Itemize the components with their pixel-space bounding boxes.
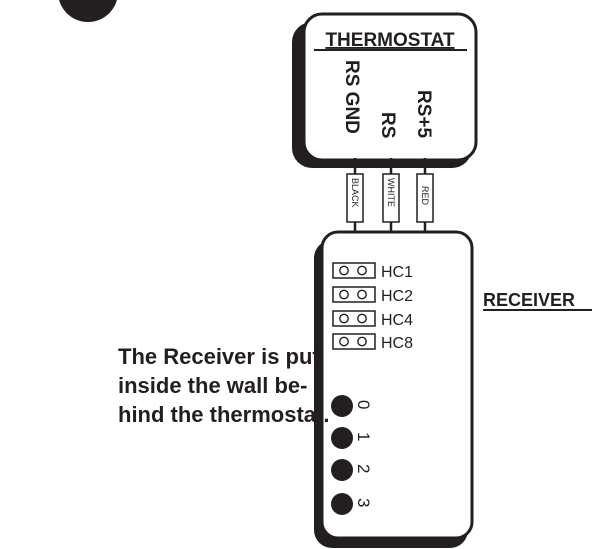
dial-3 <box>331 493 353 515</box>
jumper-hc2: HC2 <box>332 286 413 305</box>
jumper-hc8: HC8 <box>332 333 413 352</box>
thermostat-box: THERMOSTAT RS GND RS RS+5 <box>292 12 478 168</box>
dial-1 <box>331 427 353 449</box>
jumper-hc4: HC4 <box>332 310 413 329</box>
step-marker <box>59 0 117 22</box>
dial-label-3: 3 <box>354 498 373 507</box>
wire-label-red: RED <box>420 186 430 206</box>
dial-label-1: 1 <box>354 432 373 441</box>
wire-labels: BLACK WHITE RED <box>346 173 434 223</box>
caption-line-3: hind the thermostat. <box>118 402 330 427</box>
jumper-hc1: HC1 <box>332 262 413 281</box>
dial-label-0: 0 <box>354 400 373 409</box>
terminal-rs-gnd: RS GND <box>341 60 362 134</box>
house-code-jumpers: HC1 HC2 HC4 HC8 <box>332 262 413 352</box>
dial-0 <box>331 395 353 417</box>
wire-label-black: BLACK <box>350 178 360 208</box>
hc1-label: HC1 <box>381 264 413 281</box>
wire-label-white: WHITE <box>386 178 396 207</box>
hc8-label: HC8 <box>381 335 413 352</box>
thermostat-title: THERMOSTAT <box>325 30 455 51</box>
caption-line-1: The Receiver is put <box>118 344 320 369</box>
terminal-rs-plus5: RS+5 <box>413 90 434 138</box>
dial-label-2: 2 <box>354 464 373 473</box>
dial-2 <box>331 459 353 481</box>
caption: The Receiver is put inside the wall be- … <box>118 342 330 429</box>
hc4-label: HC4 <box>381 312 413 329</box>
hc2-label: HC2 <box>381 288 413 305</box>
terminal-rs: RS <box>377 112 398 138</box>
receiver-title: RECEIVER <box>483 290 575 310</box>
caption-line-2: inside the wall be- <box>118 373 308 398</box>
dial-indicators: 0 1 2 3 <box>331 395 373 515</box>
